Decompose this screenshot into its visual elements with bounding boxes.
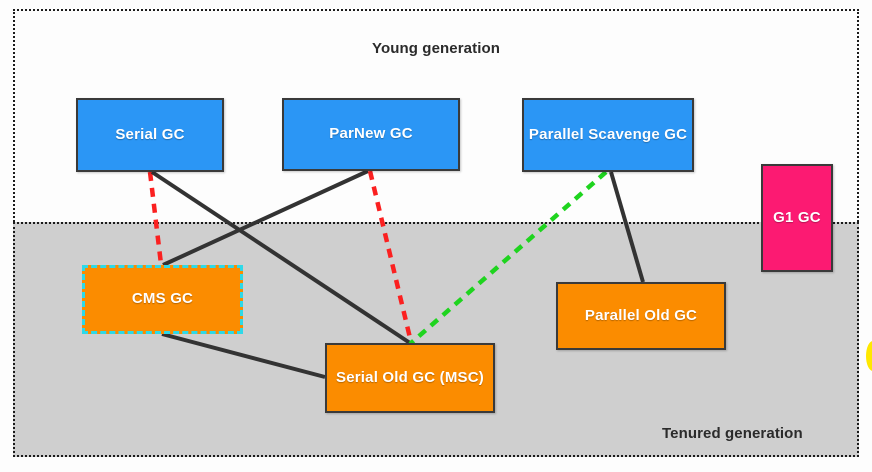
young-generation-label: Young generation	[372, 40, 500, 57]
gc-box-label: CMS GC	[131, 290, 194, 308]
tenured-generation-label: Tenured generation	[662, 425, 803, 442]
gc-box-parnew-gc[interactable]: ParNew GC	[282, 98, 460, 171]
gc-box-serial-gc[interactable]: Serial GC	[76, 98, 224, 172]
gc-box-parallel-old-gc[interactable]: Parallel Old GC	[556, 282, 726, 350]
tenured-generation-region	[13, 222, 859, 457]
gc-box-serial-old-gc[interactable]: Serial Old GC (MSC)	[325, 343, 495, 413]
gc-box-label: G1 GC	[773, 208, 821, 226]
gc-box-label: Parallel Old GC	[584, 306, 698, 324]
gc-box-g1-gc[interactable]: G1 GC	[761, 164, 833, 272]
gc-box-label: Parallel Scavenge GC	[528, 125, 688, 143]
gc-box-label: Serial GC	[115, 125, 185, 143]
gc-box-label: ParNew GC	[329, 125, 413, 143]
edge-marker-shape	[866, 341, 872, 371]
gc-box-label: Serial Old GC (MSC)	[336, 368, 484, 386]
gc-box-parallel-scavenge-gc[interactable]: Parallel Scavenge GC	[522, 98, 694, 172]
gc-box-cms-gc[interactable]: CMS GC	[82, 265, 243, 334]
